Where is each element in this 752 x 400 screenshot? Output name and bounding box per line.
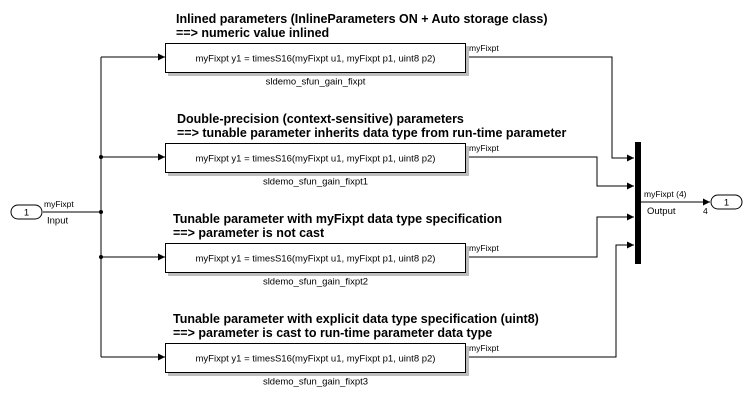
- block-4-out-signal: myFixpt: [469, 343, 499, 353]
- mux-signal-label: myFixpt (4): [644, 189, 687, 199]
- annotation-1-line2: ==> numeric value inlined: [176, 26, 329, 40]
- branch-point-main: [99, 210, 103, 214]
- annotation-2-line2: ==> tunable parameter inherits data type…: [177, 126, 566, 140]
- block-3-out-signal: myFixpt: [469, 243, 499, 253]
- annotation-1-line1: Inlined parameters (InlineParameters ON …: [176, 12, 548, 26]
- mux-width-label: 4: [703, 206, 708, 216]
- wire-block-1-to-mux: [466, 56, 634, 162]
- annotation-2-line1: Double-precision (context-sensitive) par…: [177, 112, 464, 126]
- block-4-text: myFixpt y1 = timesS16(myFixpt u1, myFixp…: [196, 354, 436, 365]
- branch-point-3: [99, 255, 103, 259]
- annotation-3-line1: Tunable parameter with myFixpt data type…: [173, 212, 502, 226]
- block-1-body[interactable]: [165, 43, 466, 73]
- sfun-block-4[interactable]: myFixpt y1 = timesS16(myFixpt u1, myFixp…: [165, 343, 470, 377]
- block-1-out-signal: myFixpt: [469, 43, 499, 53]
- outport-number: 1: [724, 198, 729, 209]
- inport-number: 1: [24, 208, 29, 219]
- wire-block-2-to-mux: [466, 156, 634, 190]
- block-1-text: myFixpt y1 = timesS16(myFixpt u1, myFixp…: [196, 54, 436, 65]
- wire-block-3-to-mux: [466, 213, 634, 258]
- annotation-1: Inlined parameters (InlineParameters ON …: [176, 12, 548, 40]
- block-2-name: sldemo_sfun_gain_fixpt1: [263, 177, 368, 188]
- annotation-4-line1: Tunable parameter with explicit data typ…: [173, 312, 539, 326]
- annotation-2: Double-precision (context-sensitive) par…: [177, 112, 566, 140]
- outport-block[interactable]: 1: [710, 194, 743, 210]
- output-wires: [466, 56, 710, 358]
- inport-block[interactable]: 1: [10, 204, 43, 220]
- block-2-text: myFixpt y1 = timesS16(myFixpt u1, myFixp…: [196, 154, 436, 165]
- sfun-block-2[interactable]: myFixpt y1 = timesS16(myFixpt u1, myFixp…: [165, 143, 470, 177]
- annotation-3: Tunable parameter with myFixpt data type…: [173, 212, 502, 240]
- block-4-body[interactable]: [165, 343, 466, 373]
- inport-signal-label: myFixpt: [44, 199, 74, 209]
- inport-name: Input: [47, 216, 68, 227]
- block-3-text: myFixpt y1 = timesS16(myFixpt u1, myFixp…: [196, 254, 436, 265]
- mux-block[interactable]: [635, 142, 641, 264]
- block-1-name: sldemo_sfun_gain_fixpt: [266, 77, 366, 88]
- outport-shape[interactable]: [710, 194, 743, 210]
- block-3-body[interactable]: [165, 243, 466, 273]
- wire-block-4-to-mux: [466, 241, 634, 358]
- block-2-out-signal: myFixpt: [469, 143, 499, 153]
- annotation-4-line2: ==> parameter is cast to run-time parame…: [173, 326, 492, 340]
- branch-point-2: [99, 155, 103, 159]
- inport-shape[interactable]: [10, 204, 43, 220]
- sfun-block-3[interactable]: myFixpt y1 = timesS16(myFixpt u1, myFixp…: [165, 243, 470, 277]
- input-wires: [43, 53, 165, 361]
- block-4-name: sldemo_sfun_gain_fixpt3: [263, 377, 368, 388]
- annotation-3-line2: ==> parameter is not cast: [173, 226, 325, 240]
- mux-bar[interactable]: [635, 142, 641, 264]
- block-3-name: sldemo_sfun_gain_fixpt2: [263, 277, 368, 288]
- mux-name: Output: [647, 206, 676, 217]
- annotation-4: Tunable parameter with explicit data typ…: [173, 312, 539, 340]
- sfun-block-1[interactable]: myFixpt y1 = timesS16(myFixpt u1, myFixp…: [165, 43, 470, 77]
- block-2-body[interactable]: [165, 143, 466, 173]
